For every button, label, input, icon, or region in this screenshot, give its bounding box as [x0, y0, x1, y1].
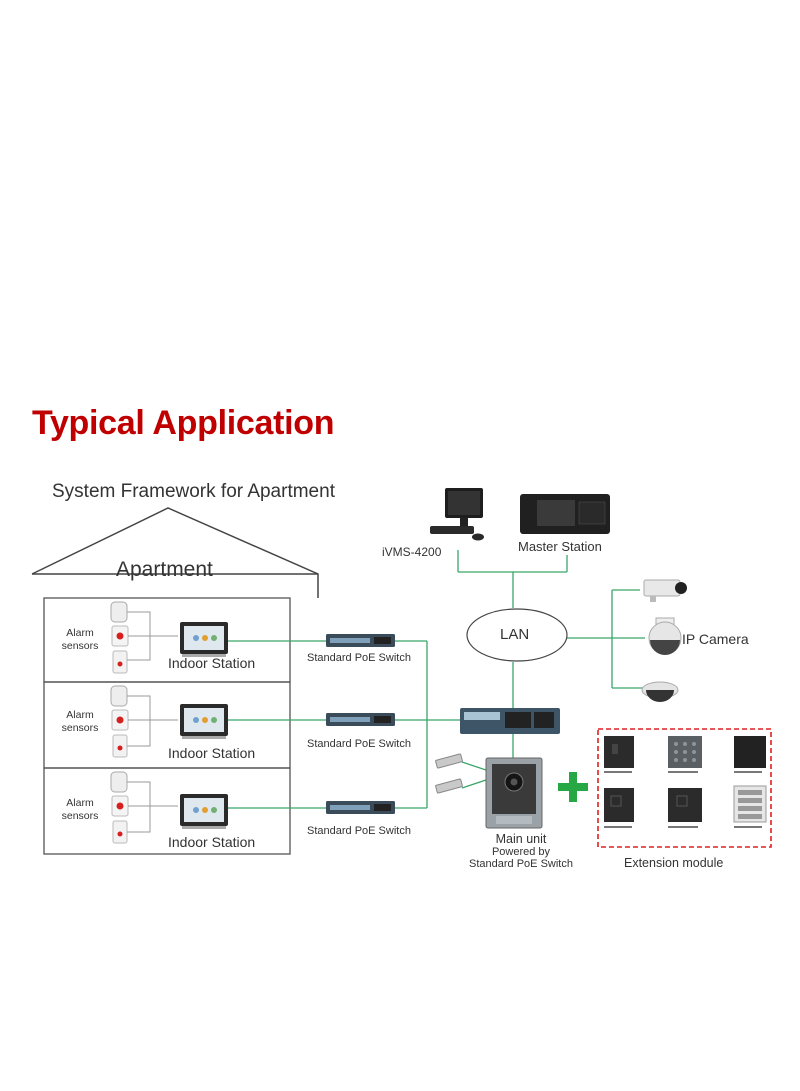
master-station-device — [520, 494, 610, 534]
poe-switch-2 — [326, 713, 395, 726]
indoor-station-label-1: Indoor Station — [168, 655, 256, 671]
poe-switch-label-1: Standard PoE Switch — [307, 652, 411, 664]
floor-3-box — [43, 767, 291, 855]
poe-switch-label-2: Standard PoE Switch — [307, 738, 411, 750]
poe-switch-3 — [326, 801, 395, 814]
alarm-sensors-label-3: Alarm sensors — [61, 797, 99, 822]
main-unit-device — [485, 757, 543, 829]
lan-label: LAN — [500, 626, 530, 643]
alarm-sensors-floor-2 — [110, 685, 178, 758]
apartment-label: Apartment — [116, 558, 213, 581]
extension-module-border — [597, 728, 772, 848]
lan-cloud — [466, 608, 568, 662]
alarm-sensors-label-2: Alarm sensors — [61, 709, 99, 734]
page-title: Typical Application — [32, 404, 335, 442]
plus-icon — [558, 772, 588, 802]
ivms-label: iVMS-4200 — [382, 545, 442, 559]
ip-camera-dome — [641, 681, 679, 702]
door-lock-1 — [435, 753, 463, 769]
ip-camera-bullet — [643, 579, 687, 602]
ip-camera-ptz — [648, 617, 682, 655]
extension-module-label: Extension module — [624, 856, 724, 870]
alarm-sensors-label-1: Alarm sensors — [61, 627, 99, 652]
indoor-station-device-3 — [180, 794, 228, 829]
indoor-station-device-2 — [180, 704, 228, 739]
ivms-computer — [430, 488, 484, 541]
alarm-sensors-floor-1 — [110, 601, 178, 674]
house-roof — [31, 507, 319, 598]
poe-switch-1 — [326, 634, 395, 647]
powered-switch-label: Standard PoE Switch — [469, 858, 573, 870]
door-lock-2 — [435, 778, 463, 794]
poe-switch-label-3: Standard PoE Switch — [307, 825, 411, 837]
diagram-subtitle: System Framework for Apartment — [52, 481, 335, 502]
core-poe-switch — [460, 708, 560, 734]
indoor-station-label-3: Indoor Station — [168, 834, 256, 850]
extension-modules — [604, 736, 767, 828]
indoor-station-device-1 — [180, 622, 228, 657]
main-unit-label: Main unit — [495, 832, 547, 846]
connection-lines — [228, 550, 645, 809]
powered-by-label: Powered by — [491, 846, 551, 858]
ip-camera-label: IP Camera — [682, 631, 749, 647]
alarm-sensors-floor-3 — [110, 771, 178, 844]
indoor-station-label-2: Indoor Station — [168, 745, 256, 761]
master-station-label: Master Station — [518, 539, 602, 554]
